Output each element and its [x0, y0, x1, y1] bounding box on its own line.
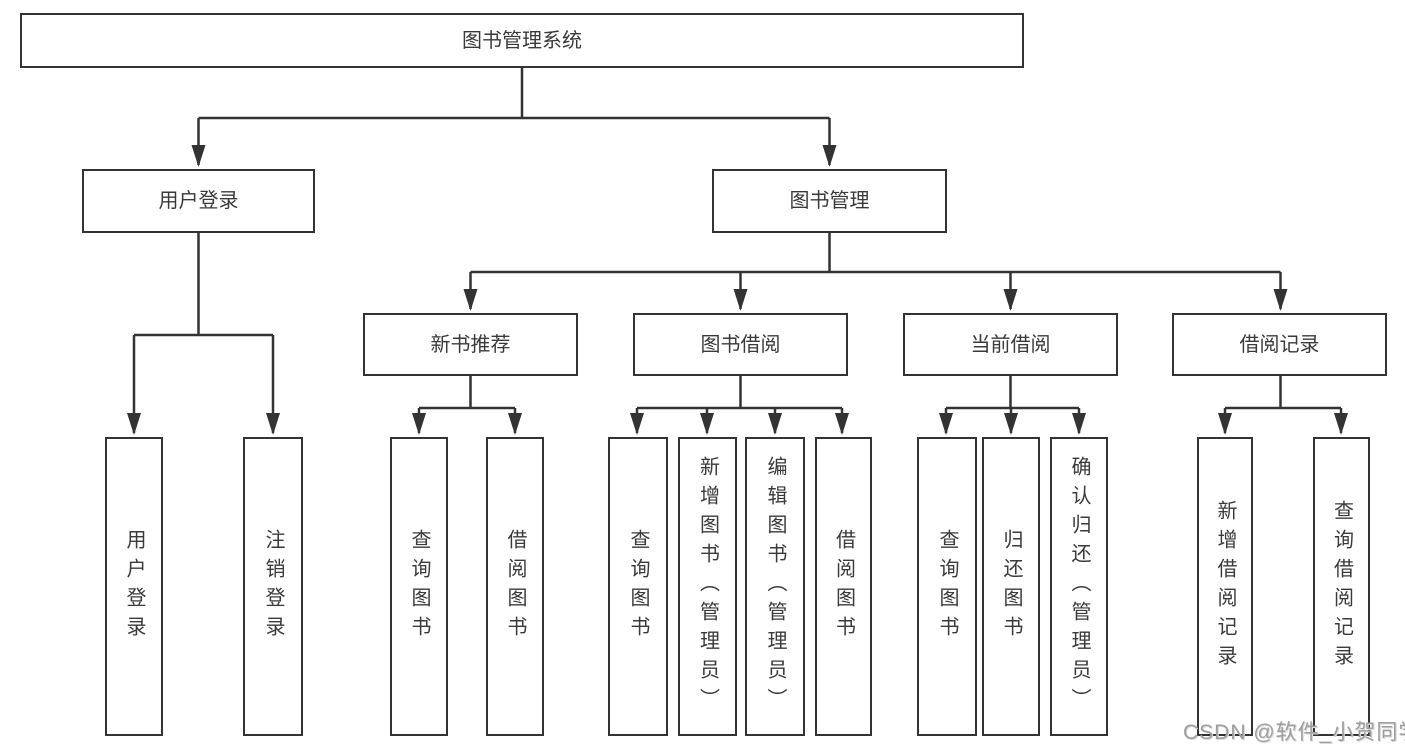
leaf-edit-book-admin: 编辑图书（管理员）: [745, 437, 805, 736]
node-new-book-recommend: 新书推荐: [363, 313, 578, 376]
leaf-user-login: 用户登录: [105, 437, 163, 736]
node-user-login: 用户登录: [82, 169, 315, 233]
leaf-borrow-books: 借阅图书: [815, 437, 872, 736]
node-label: 用户登录: [123, 528, 145, 645]
node-label: 借阅图书: [832, 528, 855, 645]
node-borrow-records: 借阅记录: [1172, 313, 1387, 376]
leaf-query-books-borrowing: 查询图书: [608, 437, 668, 736]
node-label: 编辑图书（管理员）: [764, 456, 786, 717]
node-label: 用户登录: [158, 190, 239, 212]
leaf-query-books-recommend: 查询图书: [390, 437, 448, 736]
node-library-system-root: 图书管理系统: [20, 13, 1024, 68]
node-label: 图书借阅: [700, 333, 781, 356]
node-label: 借阅记录: [1239, 333, 1320, 356]
node-label: 查询图书: [408, 528, 430, 645]
node-label: 确认归还（管理员）: [1068, 456, 1090, 717]
node-label: 新增图书（管理员）: [696, 456, 719, 717]
node-label: 当前借阅: [970, 333, 1051, 356]
watermark: CSDN @软件_小贺同学: [1183, 721, 1405, 744]
node-label: 借阅图书: [504, 528, 526, 645]
node-label: 新增借阅记录: [1214, 499, 1236, 674]
leaf-add-book-admin: 新增图书（管理员）: [678, 437, 737, 736]
leaf-logout: 注销登录: [243, 437, 303, 736]
node-label: 新书推荐: [430, 333, 511, 356]
node-book-borrowing: 图书借阅: [633, 313, 848, 376]
node-label: 查询图书: [627, 528, 649, 645]
leaf-add-borrow-record: 新增借阅记录: [1197, 437, 1253, 736]
leaf-confirm-return-admin: 确认归还（管理员）: [1050, 437, 1108, 736]
node-label: 图书管理: [789, 190, 870, 212]
leaf-query-books-current: 查询图书: [917, 437, 977, 736]
leaf-query-borrow-record: 查询借阅记录: [1313, 437, 1370, 736]
node-current-borrowing: 当前借阅: [903, 313, 1118, 376]
node-label: 图书管理系统: [462, 29, 582, 52]
node-label: 查询借阅记录: [1330, 499, 1353, 674]
node-label: 查询图书: [936, 528, 958, 645]
node-label: 注销登录: [262, 528, 284, 645]
leaf-return-books: 归还图书: [982, 437, 1040, 736]
node-label: 归还图书: [1000, 528, 1022, 645]
node-book-management: 图书管理: [712, 169, 947, 233]
leaf-borrow-books-recommend: 借阅图书: [486, 437, 544, 736]
